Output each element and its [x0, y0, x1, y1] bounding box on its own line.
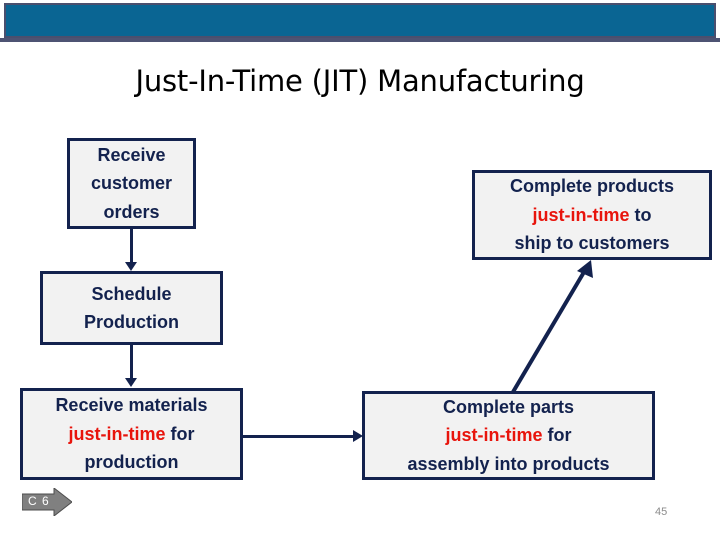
line-2-emphasis: just-in-time [532, 204, 630, 225]
line-3: assembly into products [407, 453, 610, 474]
flow-box-schedule-production-text: Schedule Production [84, 280, 179, 337]
flow-box-receive-materials: Receive materials just-in-time for produ… [20, 388, 243, 480]
line-3: ship to customers [514, 233, 670, 254]
line-1: Schedule [91, 283, 172, 304]
connector-materials-to-parts-line [243, 435, 355, 438]
line-3: production [84, 452, 179, 473]
page-title: Just-In-Time (JIT) Manufacturing [135, 64, 585, 98]
line-1: Complete parts [442, 396, 574, 417]
connector-orders-to-schedule-line [130, 229, 133, 263]
flow-box-receive-orders-text: Receive customer orders [91, 141, 172, 226]
connector-orders-to-schedule-arrowhead-icon [125, 262, 137, 271]
page-number: 45 [655, 506, 668, 518]
connector-schedule-to-materials-line [130, 345, 133, 379]
flow-box-complete-products-text: Complete products just-in-time to ship t… [510, 172, 674, 257]
line-1: Complete products [509, 176, 674, 197]
connector-materials-to-parts-arrowhead-icon [353, 430, 363, 442]
line-2-tail: for [165, 423, 195, 444]
connector-schedule-to-materials-arrowhead-icon [125, 378, 137, 387]
flow-box-schedule-production: Schedule Production [40, 271, 223, 345]
header-banner [4, 3, 716, 38]
nav-tag-label: C 6 [28, 494, 50, 508]
line-2: Production [84, 312, 179, 332]
line-2-tail: for [542, 425, 572, 446]
line-3: orders [103, 201, 160, 222]
flow-box-complete-parts-text: Complete parts just-in-time for assembly… [407, 393, 609, 478]
line-2-emphasis: just-in-time [68, 423, 166, 444]
flow-box-receive-materials-text: Receive materials just-in-time for produ… [55, 391, 207, 476]
line-1: Receive materials [55, 395, 208, 416]
flow-box-complete-products: Complete products just-in-time to ship t… [472, 170, 712, 260]
header-banner-shadow [0, 38, 720, 42]
connector-parts-to-products-diagonal [511, 260, 593, 394]
line-1: Receive [97, 144, 166, 165]
line-2-tail: to [629, 204, 652, 225]
nav-tag-arrow-icon[interactable] [22, 488, 72, 516]
flow-box-complete-parts: Complete parts just-in-time for assembly… [362, 391, 655, 480]
line-2: customer [90, 173, 173, 194]
flow-box-receive-orders: Receive customer orders [67, 138, 196, 229]
line-2-emphasis: just-in-time [445, 425, 543, 446]
